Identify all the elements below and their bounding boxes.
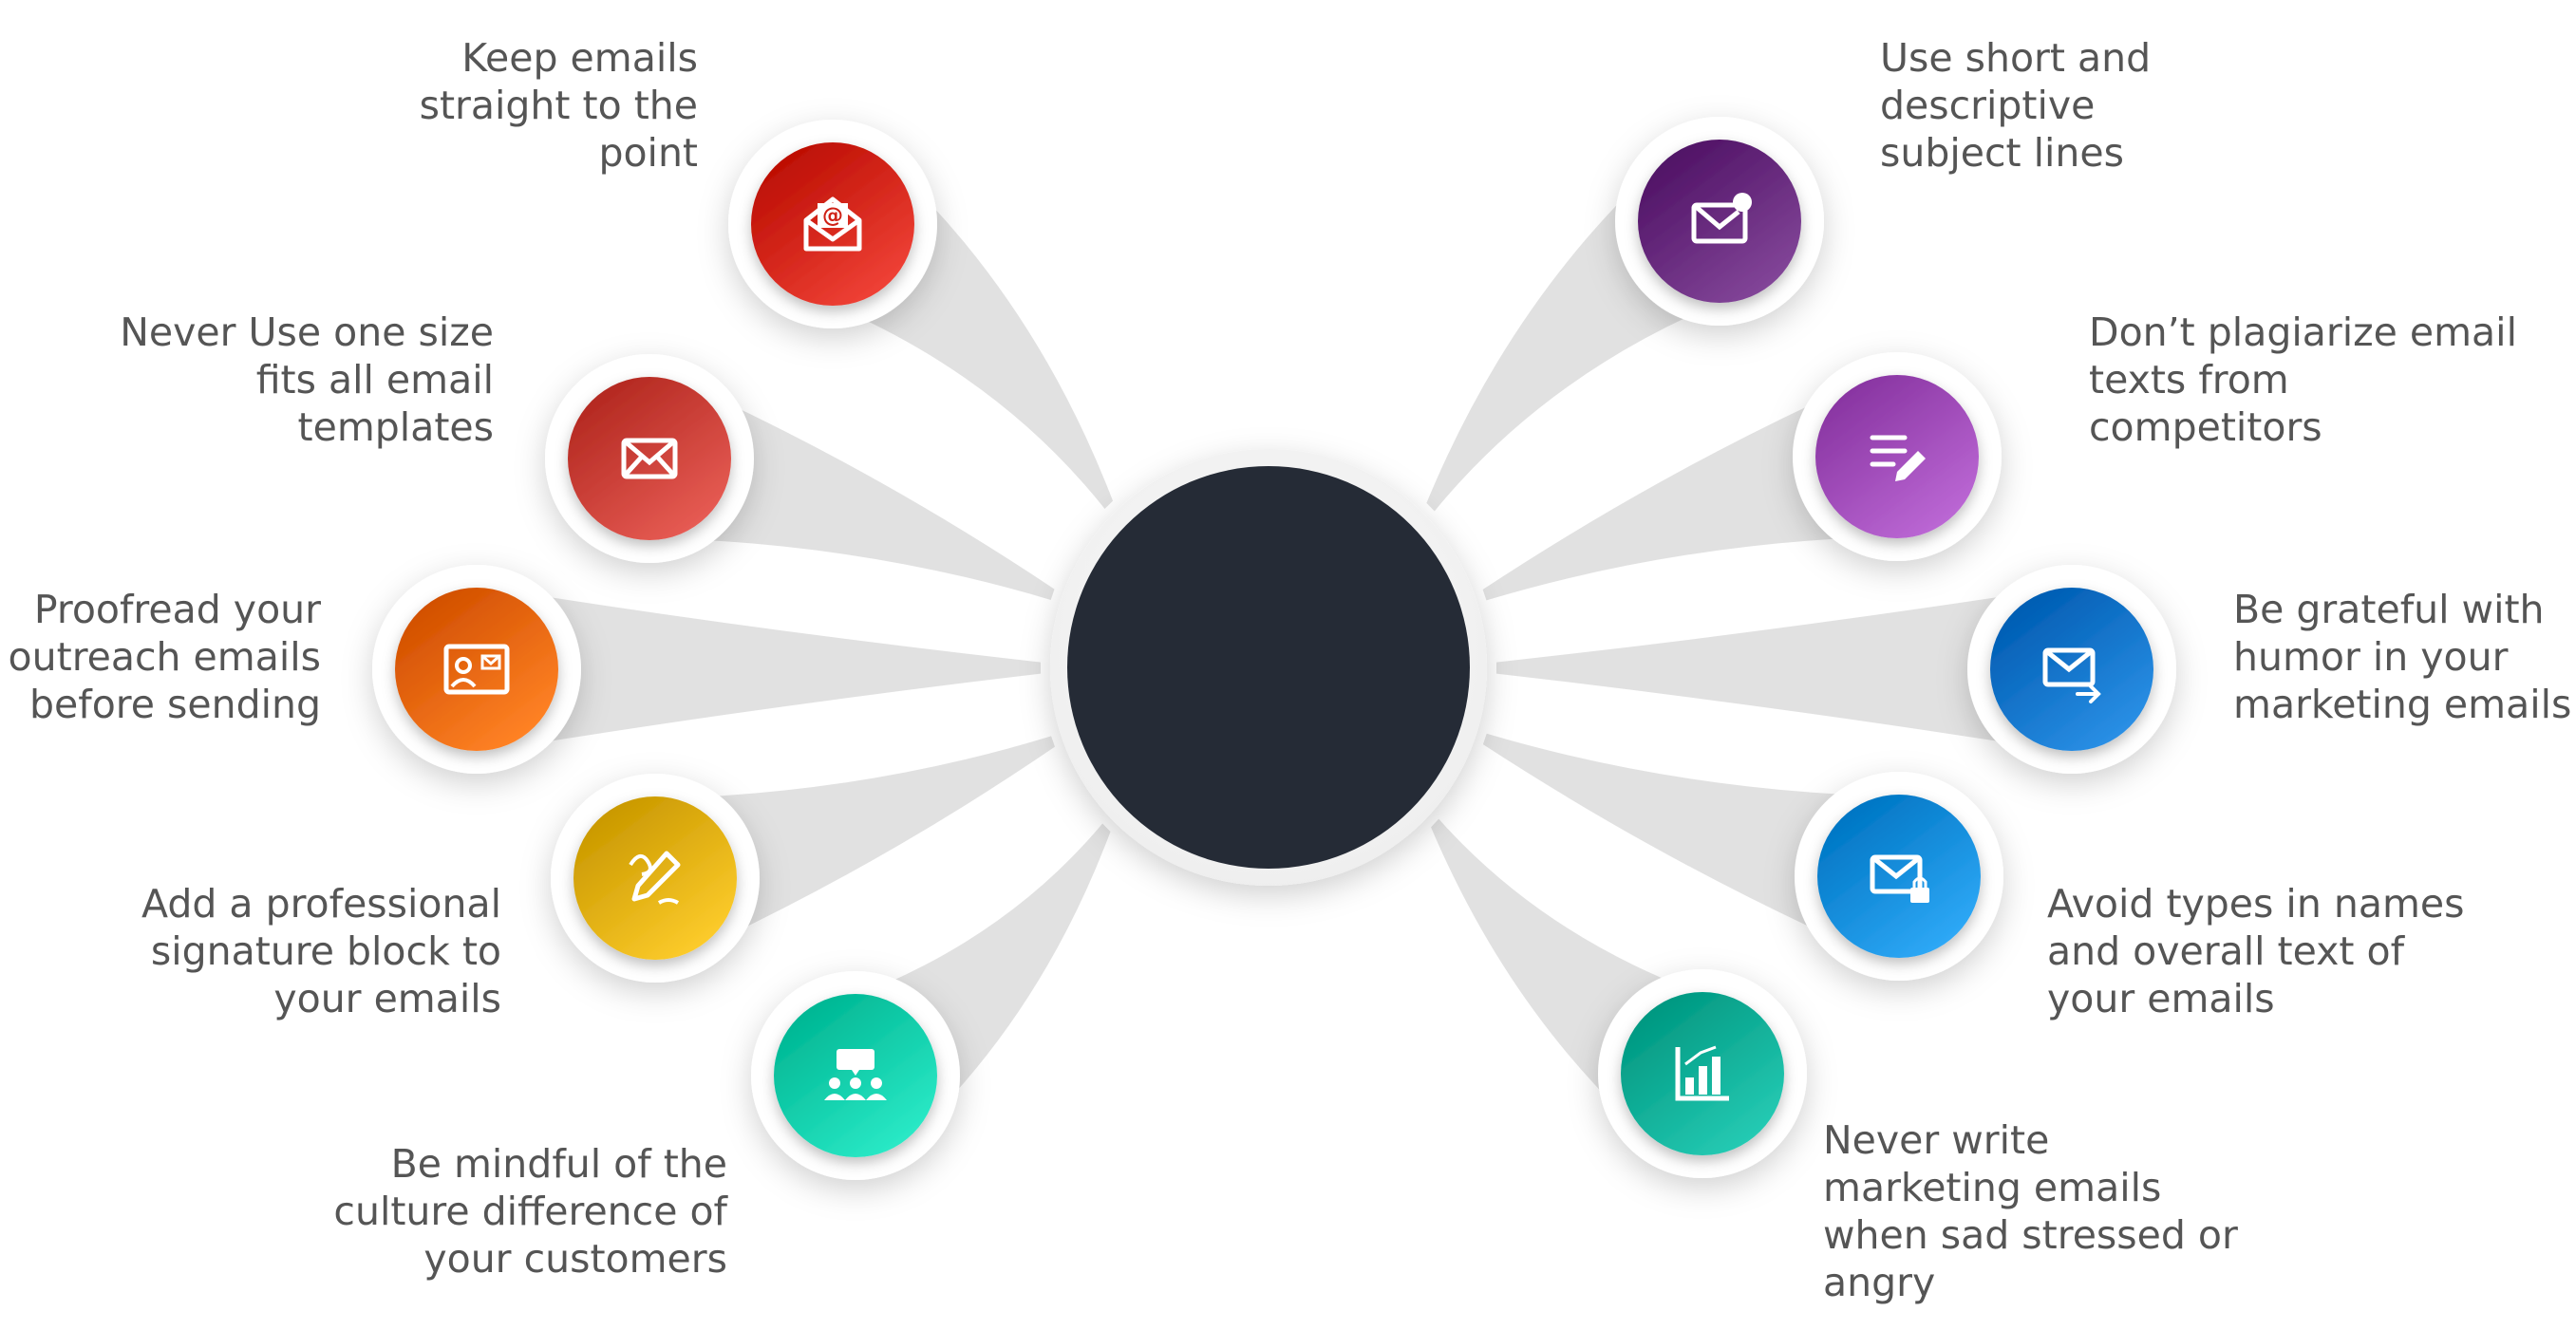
mail-lock-icon <box>1870 854 1929 903</box>
label-line: straight to the <box>419 83 698 128</box>
node-image-mail <box>372 565 581 774</box>
mail-forward-icon <box>2042 647 2101 703</box>
label-line: point <box>598 130 698 176</box>
node-disc <box>1638 140 1801 303</box>
label-line: Use short and <box>1880 35 2152 81</box>
node-team-chat <box>751 971 960 1180</box>
node-signature-pen <box>551 774 760 983</box>
label-line: humor in your <box>2233 634 2509 680</box>
label-line: Proofread your <box>33 587 321 632</box>
label-line: Keep emails <box>461 35 698 81</box>
node-disc <box>573 796 737 960</box>
label-line: and overall text of <box>2047 928 2405 974</box>
label-line: fits all email <box>255 357 494 403</box>
label-line: Avoid types in names <box>2047 881 2465 927</box>
node-mail-forward <box>1967 565 2176 774</box>
node-email-open-at: @ <box>728 120 937 328</box>
label-line: before sending <box>29 682 321 727</box>
label-line: Add a professional <box>141 881 501 927</box>
label-line: signature block to <box>150 928 501 974</box>
label-line: subject lines <box>1880 130 2124 176</box>
label-line: Never write <box>1823 1117 2050 1163</box>
label-line: Be mindful of the <box>390 1141 727 1187</box>
signature-pen-icon <box>629 851 681 905</box>
label-line: marketing emails <box>2233 682 2572 727</box>
email-open-at-icon: @ <box>803 197 862 252</box>
hub-circle <box>1067 466 1470 869</box>
connector-ray-7 <box>1495 586 2073 753</box>
edit-text-icon <box>1870 435 1926 481</box>
label-line: descriptive <box>1880 83 2096 128</box>
label-line: outreach emails <box>8 634 321 680</box>
label-line: Never Use one size <box>120 309 494 355</box>
label-line: when sad stressed or <box>1823 1212 2238 1258</box>
node-disc <box>1815 375 1979 538</box>
label-line: templates <box>297 404 494 450</box>
bar-chart-icon <box>1675 1045 1729 1101</box>
envelope-icon <box>621 438 678 479</box>
label-line: texts from <box>2089 357 2289 403</box>
team-chat-icon <box>824 1049 887 1100</box>
mail-notification-icon <box>1691 193 1752 244</box>
label-line: Be grateful with <box>2233 587 2545 632</box>
node-disc <box>568 377 731 540</box>
node-mail-lock <box>1795 772 2003 981</box>
label-line: your customers <box>423 1236 727 1282</box>
label-line: Don’t plagiarize email <box>2089 309 2517 355</box>
svg-text:@: @ <box>822 204 843 228</box>
image-mail-icon <box>443 644 510 695</box>
connector-ray-2 <box>476 586 1042 753</box>
label-line: your emails <box>2047 976 2275 1021</box>
label-line: angry <box>1823 1260 1936 1305</box>
label-line: your emails <box>273 976 501 1021</box>
node-disc <box>395 588 558 751</box>
node-bar-chart <box>1598 969 1807 1178</box>
node-envelope <box>545 354 754 563</box>
node-edit-text <box>1793 352 2002 561</box>
label-line: competitors <box>2089 404 2322 450</box>
node-mail-notification <box>1615 117 1824 326</box>
label-line: marketing emails <box>1823 1165 2162 1210</box>
label-line: culture difference of <box>333 1189 727 1234</box>
